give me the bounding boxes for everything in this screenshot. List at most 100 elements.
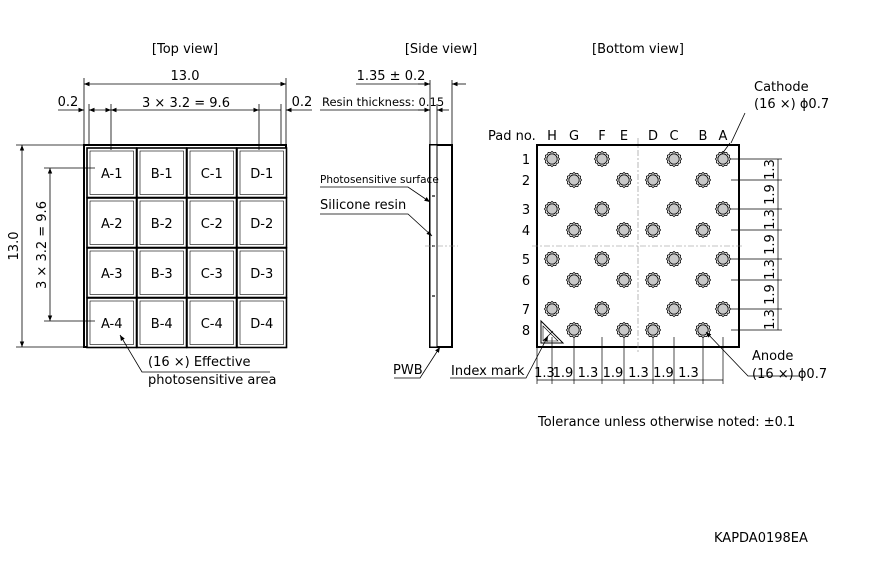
index-mark-label: Index mark — [451, 364, 525, 379]
pad-no-label: Pad no. — [488, 129, 536, 144]
h-pitch-dimension: 1.3 — [578, 366, 599, 381]
anode-label: Anode — [752, 349, 793, 364]
pad-g8 — [565, 321, 583, 339]
pad-row-label-5: 5 — [522, 253, 530, 268]
pad-row-label-1: 1 — [522, 153, 530, 168]
pad-e4 — [615, 221, 633, 239]
pixel-cell-label: C-4 — [201, 317, 223, 332]
pixel-cell-label: D-3 — [250, 267, 273, 282]
effective-area-note-line2: photosensitive area — [148, 373, 276, 388]
pad-column-label-h: H — [547, 129, 557, 144]
v-pitch-dimension: 1.9 — [763, 234, 778, 255]
pad-d8 — [644, 321, 662, 339]
top-right-margin-dimension: 0.2 — [292, 95, 313, 110]
pixel-cell-label: A-2 — [101, 217, 123, 232]
resin-thickness-label: Resin thickness: 0.15 — [322, 95, 444, 109]
pad-h1 — [543, 150, 561, 168]
effective-area-note-line1: (16 ×) Effective — [148, 355, 251, 370]
pixel-cell-d-3 — [236, 247, 288, 299]
cathode-label: Cathode — [754, 80, 809, 95]
pixel-cell-label: B-3 — [151, 267, 173, 282]
h-pitch-dimension: 1.3 — [678, 366, 699, 381]
pixel-cell-a-3 — [86, 247, 138, 299]
pixel-cell-label: C-2 — [201, 217, 223, 232]
top-left-margin-dimension: 0.2 — [58, 95, 79, 110]
pad-a3 — [714, 200, 732, 218]
pad-f5 — [593, 250, 611, 268]
anode-spec: (16 ×) ϕ0.7 — [752, 367, 827, 382]
pad-b2 — [694, 171, 712, 189]
h-pitch-dimension: 1.3 — [534, 366, 555, 381]
cathode-spec: (16 ×) ϕ0.7 — [754, 97, 829, 112]
pixel-cell-d-1 — [236, 147, 288, 199]
pad-h7 — [543, 300, 561, 318]
bottom-vertical-pitch-dimensions: 1.31.91.31.91.31.91.3 — [731, 158, 782, 331]
pad-column-label-g: G — [569, 129, 579, 144]
pad-row-label-3: 3 — [522, 203, 530, 218]
pixel-cell-label: B-2 — [151, 217, 173, 232]
pad-row-label-8: 8 — [522, 324, 530, 339]
pad-a7 — [714, 300, 732, 318]
v-pitch-dimension: 1.9 — [763, 284, 778, 305]
pad-g2 — [565, 171, 583, 189]
pad-b4 — [694, 221, 712, 239]
pad-e6 — [615, 271, 633, 289]
pad-column-label-a: A — [719, 129, 728, 144]
pixel-cell-c-3 — [186, 247, 238, 299]
pad-column-label-f: F — [598, 129, 605, 144]
pixel-cell-a-4 — [86, 297, 138, 349]
pixel-cell-label: A-3 — [101, 267, 123, 282]
pixel-cell-label: B-1 — [151, 167, 173, 182]
pad-row-label-6: 6 — [522, 274, 530, 289]
pixel-cell-c-1 — [186, 147, 238, 199]
silicone-resin-label: Silicone resin — [320, 198, 406, 213]
pixel-cell-label: D-4 — [250, 317, 273, 332]
h-pitch-dimension: 1.9 — [553, 366, 574, 381]
pad-row-label-7: 7 — [522, 303, 530, 318]
top-width-dimension: 13.0 — [171, 69, 200, 84]
pad-c3 — [665, 200, 683, 218]
pad-f1 — [593, 150, 611, 168]
pad-d2 — [644, 171, 662, 189]
pad-g4 — [565, 221, 583, 239]
pixel-cell-label: D-2 — [250, 217, 273, 232]
h-pitch-dimension: 1.9 — [603, 366, 624, 381]
tolerance-note: Tolerance unless otherwise noted: ±0.1 — [537, 415, 795, 430]
pad-d6 — [644, 271, 662, 289]
pad-array — [543, 150, 732, 339]
pad-h3 — [543, 200, 561, 218]
pad-row-label-4: 4 — [522, 224, 530, 239]
pixel-cell-a-1 — [86, 147, 138, 199]
pad-c1 — [665, 150, 683, 168]
pad-h5 — [543, 250, 561, 268]
pixel-cell-label: A-1 — [101, 167, 123, 182]
pixel-cell-label: B-4 — [151, 317, 173, 332]
top-view-title: [Top view] — [152, 42, 218, 57]
pixel-cell-c-4 — [186, 297, 238, 349]
side-thickness-dimension: 1.35 ± 0.2 — [357, 69, 426, 84]
pad-e8 — [615, 321, 633, 339]
top-pitch-dimension-horizontal: 3 × 3.2 = 9.6 — [142, 96, 230, 111]
pixel-cell-label: D-1 — [250, 167, 273, 182]
pad-column-label-d: D — [648, 129, 658, 144]
v-pitch-dimension: 1.3 — [763, 259, 778, 280]
h-pitch-dimension: 1.3 — [628, 366, 649, 381]
top-pitch-dimension-vertical: 3 × 3.2 = 9.6 — [35, 201, 50, 289]
pad-e2 — [615, 171, 633, 189]
pixel-cell-b-4 — [136, 297, 188, 349]
pad-column-label-b: B — [699, 129, 708, 144]
v-pitch-dimension: 1.9 — [763, 184, 778, 205]
side-view-title: [Side view] — [405, 42, 477, 57]
v-pitch-dimension: 1.3 — [763, 209, 778, 230]
v-pitch-dimension: 1.3 — [763, 309, 778, 330]
top-height-dimension: 13.0 — [7, 232, 22, 261]
side-view: 1.35 ± 0.2 Resin thickness: 0.15 Photose… — [320, 69, 466, 379]
pad-f7 — [593, 300, 611, 318]
pad-d4 — [644, 221, 662, 239]
pixel-cell-label: A-4 — [101, 317, 123, 332]
